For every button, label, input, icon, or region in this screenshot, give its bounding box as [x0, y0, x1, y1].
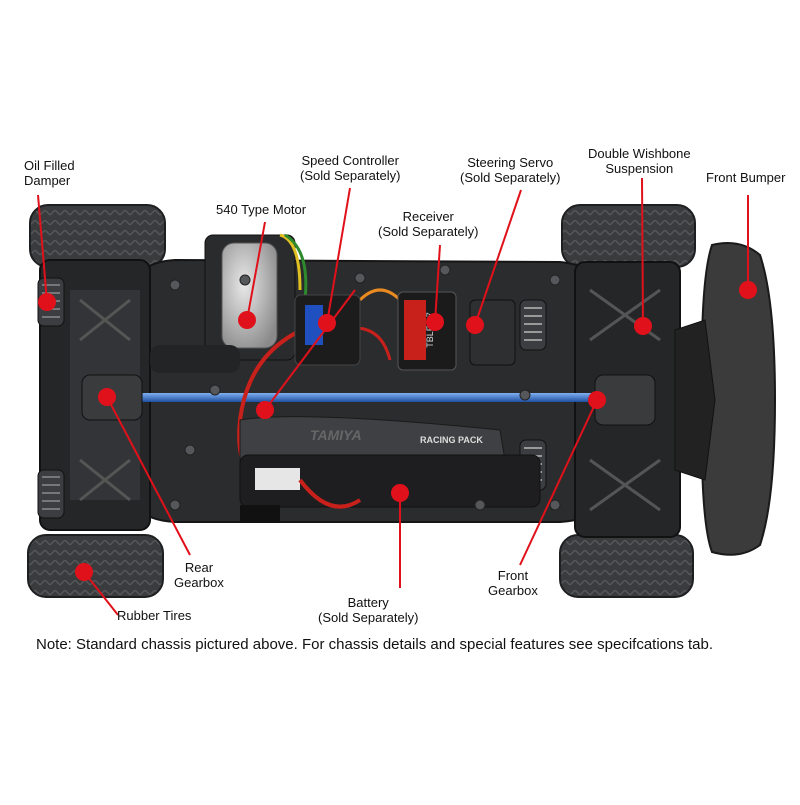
label-steering-servo: Steering Servo(Sold Separately) [460, 155, 561, 185]
tire-front-left [561, 204, 696, 268]
callout-dot-suspension [634, 317, 652, 335]
tire-rear-left [29, 204, 166, 268]
battery-pack-text: RACING PACK [420, 435, 483, 445]
battery-connector [240, 505, 280, 523]
callout-dot-battery [391, 484, 409, 502]
label-battery: Battery(Sold Separately) [318, 595, 419, 625]
callout-dot-shaft [256, 401, 274, 419]
callout-dot-motor [238, 311, 256, 329]
battery-pack: TAMIYA RACING PACK [239, 416, 541, 523]
callout-dot-front-gearbox [588, 391, 606, 409]
callout-dot-receiver [426, 313, 444, 331]
esc-heatsink [305, 305, 323, 345]
callout-dot-tires [75, 563, 93, 581]
label-receiver: Receiver(Sold Separately) [378, 209, 479, 239]
bumper-mount [674, 319, 716, 481]
label-rubber-tires: Rubber Tires [117, 608, 192, 623]
drive-shaft [140, 393, 610, 402]
servo-unit [469, 299, 516, 366]
motor [150, 234, 296, 373]
label-motor: 540 Type Motor [216, 202, 307, 217]
battery-brand-text: TAMIYA [310, 427, 362, 443]
callout-dot-servo [466, 316, 484, 334]
tire-front-right [559, 534, 694, 598]
battery-label-sticker [255, 468, 300, 490]
callout-dot-damper [38, 293, 56, 311]
receiver-model-text: TBLE-07 [425, 312, 435, 348]
tire-rear-right [27, 534, 164, 598]
callout-lines [37, 177, 749, 616]
callout-dot-bumper [739, 281, 757, 299]
label-speed-controller: Speed Controller(Sold Separately) [300, 153, 401, 183]
screws [169, 264, 561, 511]
receiver-unit: TBLE-07 [397, 291, 457, 371]
footnote: Note: Standard chassis pictured above. F… [36, 636, 714, 653]
callout-dot-rear-gearbox [98, 388, 116, 406]
callout-dots [38, 281, 757, 581]
callout-dot-speed-controller [318, 314, 336, 332]
label-front-bumper: Front Bumper [706, 170, 786, 185]
